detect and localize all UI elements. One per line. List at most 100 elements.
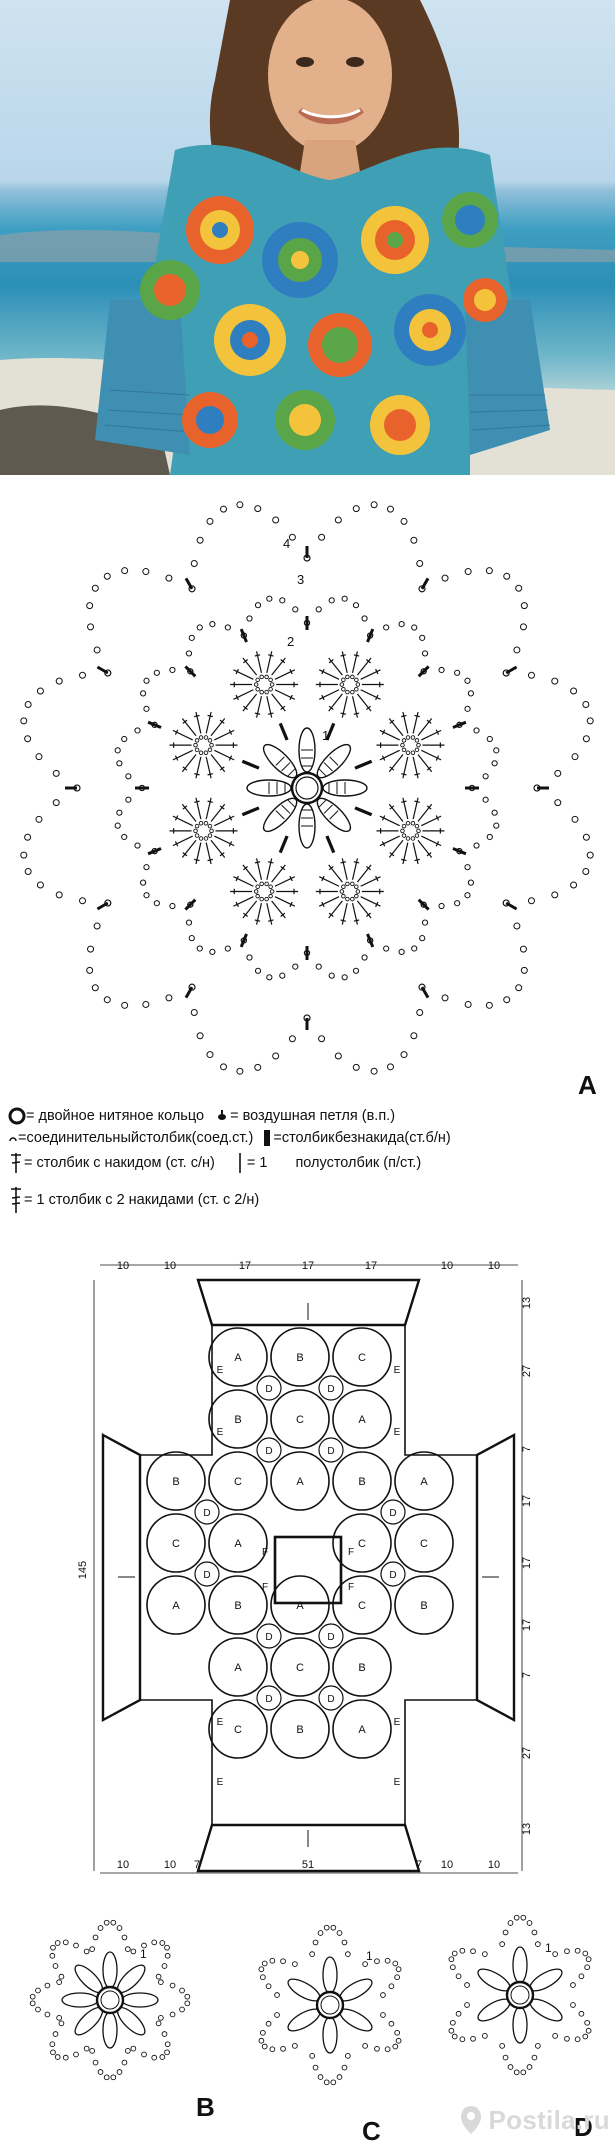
chain-dot (405, 750, 411, 755)
chain-dot (564, 1948, 570, 1955)
chain-dot (188, 935, 195, 942)
chain-dot (384, 1957, 391, 1964)
ring-circle-inner (100, 1990, 120, 2010)
chain-dot (345, 896, 350, 902)
chain-dot (159, 2054, 166, 2060)
chain-dot (441, 574, 449, 582)
dc-stitch (274, 896, 296, 907)
motif-label-C: C (234, 1476, 242, 1488)
chain-dot (473, 727, 480, 734)
motif-letter-c: C (362, 2116, 381, 2146)
dc-stitch (242, 693, 258, 712)
chain-dot (421, 919, 429, 926)
chain-dot (274, 1992, 280, 1998)
motif-circle (332, 1451, 392, 1511)
chain-dot (209, 948, 216, 955)
chain-dot (574, 1947, 581, 1954)
dc-top (340, 919, 346, 922)
dim-bottom-6: 10 (441, 1859, 453, 1871)
dc-stitch (388, 803, 404, 822)
motif-label-A: A (172, 1600, 180, 1612)
chain-dot (254, 602, 262, 609)
dc-stitch (271, 864, 286, 883)
schematic-shapes (93, 1264, 523, 1874)
chain-dot (140, 690, 147, 697)
motif-label-B: B (420, 1600, 427, 1612)
dc-top (280, 705, 286, 711)
dc-top (353, 861, 360, 864)
chain-dot (124, 2048, 131, 2054)
chain-dot (116, 809, 123, 816)
chain-dot (58, 1973, 65, 1980)
chain-dot (584, 2019, 590, 2026)
chain-dot (164, 2041, 171, 2048)
row-number-2: 2 (287, 634, 294, 649)
dc-top (243, 865, 248, 871)
chain-dot (264, 689, 269, 695)
chain-dot (188, 634, 195, 641)
dc-stitch (421, 729, 442, 741)
chain-dot (386, 505, 394, 513)
dc-top (228, 841, 233, 847)
filler-label-d: D (389, 1570, 396, 1581)
chain-dot (513, 1914, 520, 1921)
motif-circle (146, 1575, 206, 1635)
chain-dot (459, 2036, 466, 2043)
chain-dot (309, 1951, 316, 1957)
chain-dot (400, 517, 408, 525)
chain-dot (92, 1934, 99, 1941)
dc-top (207, 800, 213, 803)
motif-label-B: B (234, 1414, 241, 1426)
dc-stitch (210, 839, 226, 858)
dc-top (228, 755, 233, 761)
chain-dot (224, 945, 231, 952)
chain-dot (328, 972, 335, 979)
chain-dot (255, 893, 260, 899)
dc-top (268, 712, 274, 715)
chain-dot (582, 2033, 589, 2040)
chain-dot (410, 750, 416, 755)
chain-dot (198, 821, 204, 826)
chain-dot (184, 1993, 191, 2000)
dc-stitch (242, 900, 258, 919)
edge-label-e: E (217, 1365, 224, 1376)
dim-bottom-2: 10 (164, 1859, 176, 1871)
motif-label-C: C (358, 1352, 366, 1364)
chain-symbol-icon (218, 1110, 227, 1121)
chain-dot (269, 682, 275, 687)
petal-cross (317, 767, 328, 778)
dc-top (228, 729, 233, 735)
dc-stitch (242, 657, 258, 676)
chain-dot (193, 828, 198, 834)
dc-top (174, 815, 179, 821)
dc-top (235, 694, 239, 701)
dc-stitch (318, 896, 340, 907)
half-double-symbol-icon (239, 1153, 241, 1173)
chain-dot (450, 1964, 456, 1971)
sc-mark (184, 577, 194, 590)
chain-dot (394, 2029, 400, 2036)
chain-dot (414, 738, 420, 743)
chain-dot (482, 773, 489, 780)
chain-dot (464, 2002, 470, 2008)
chain-dot (350, 689, 355, 695)
chain-dot (83, 1948, 90, 1955)
petal (512, 2006, 528, 2044)
motif-circle (332, 1575, 392, 1635)
dc-stitch (360, 876, 381, 887)
chain-dot (362, 2043, 368, 2049)
chain-dot (318, 533, 326, 541)
chain-dot (570, 1982, 576, 1988)
chain-dot (194, 833, 200, 838)
dc-top (340, 861, 346, 864)
motif-circle (332, 1699, 392, 1759)
filler-circle-d (318, 1437, 344, 1463)
chain-dot (491, 760, 498, 767)
chain-dot (143, 705, 150, 712)
chain-dot (570, 881, 578, 889)
dim-top-7: 10 (488, 1260, 500, 1272)
chain-dot (414, 833, 420, 838)
legend-slip: =соединительныйстолбик(соед.ст.) (18, 1130, 254, 1146)
middle-chain-ring (114, 595, 500, 981)
